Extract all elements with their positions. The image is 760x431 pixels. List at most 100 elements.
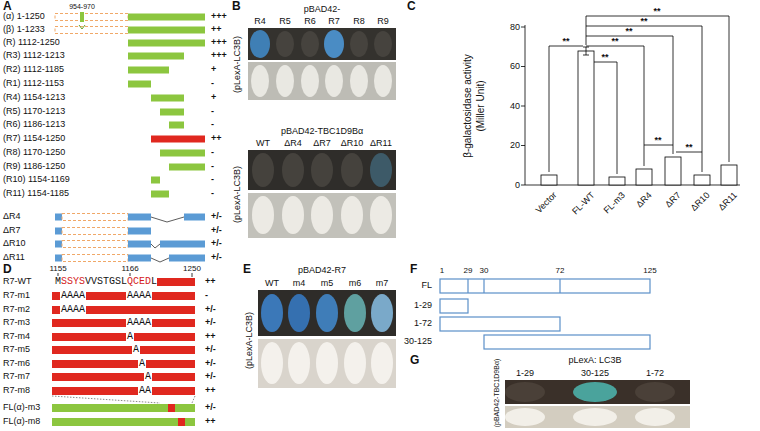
figure-shape <box>151 95 184 102</box>
significance-mark: ** <box>601 53 608 62</box>
figure-shape <box>258 290 396 336</box>
figure-label: 1166 <box>121 264 138 273</box>
figure-shape <box>521 66 525 67</box>
figure-label: 1-72 <box>646 368 664 379</box>
sequence-residue: AAAA <box>127 290 151 301</box>
figure-label: 1250 <box>183 264 201 273</box>
figure-shape <box>168 404 175 412</box>
figure-shape <box>80 12 84 22</box>
figure-label: pBAD42- <box>304 4 341 15</box>
figure-label: m7 <box>376 278 389 289</box>
score-label: +/- <box>205 317 216 328</box>
figure-shape <box>316 294 338 332</box>
figure-shape <box>261 342 283 384</box>
figure-label: (R9) 1186-1250 <box>3 161 65 172</box>
score-label: - <box>211 161 214 172</box>
figure-shape <box>578 51 594 185</box>
figure-label: 1-29 <box>516 368 534 379</box>
figure-shape <box>586 16 729 162</box>
figure-shape <box>586 26 702 172</box>
figure-shape <box>261 294 283 332</box>
figure-label: FL-m3 <box>602 190 628 216</box>
sequence-residue: L <box>151 276 157 287</box>
figure-label: R7-m5 <box>3 344 30 355</box>
figure-label: 1-72 <box>414 318 432 329</box>
figure-label: (α) 1-1250 <box>3 11 45 22</box>
score-label: ++ <box>211 133 222 144</box>
score-label: ++ <box>205 416 216 427</box>
score-label: - <box>211 147 214 158</box>
figure-label: R4 <box>254 16 266 27</box>
figure-shape <box>152 387 195 395</box>
score-label: - <box>211 119 214 130</box>
figure-label: (R10) 1154-1169 <box>3 174 70 185</box>
figure-label: 125 <box>643 266 656 275</box>
figure-shape <box>152 373 195 381</box>
score-label: +/- <box>205 304 216 315</box>
figure-shape <box>151 258 169 262</box>
score-label: +/- <box>205 344 216 355</box>
figure-shape <box>62 214 128 221</box>
figure-shape <box>288 294 310 332</box>
score-label: + <box>211 64 216 75</box>
sequence-residue: AA <box>139 385 151 396</box>
figure-shape <box>62 241 128 248</box>
axis-title: (pLexA-LC3B) <box>233 165 244 222</box>
figure-shape <box>344 294 366 332</box>
figure-label: 1 <box>440 266 444 275</box>
figure-shape <box>350 65 368 97</box>
figure-shape <box>55 228 62 235</box>
figure-label: 60 <box>510 61 520 72</box>
figure-label: R7 <box>328 16 340 27</box>
figure-shape <box>248 62 396 100</box>
figure-shape <box>160 150 205 157</box>
figure-shape <box>440 317 560 331</box>
figure-label: (R2) 1112-1185 <box>3 64 64 75</box>
score-label: +/- <box>211 211 222 222</box>
score-label: +/- <box>205 402 216 413</box>
figure-shape <box>586 46 644 166</box>
figure-shape <box>52 418 195 426</box>
figure-shape <box>311 196 333 234</box>
figure-shape <box>128 14 205 21</box>
score-label: +++ <box>211 11 227 22</box>
score-label: - <box>205 290 208 301</box>
figure-shape <box>374 65 392 97</box>
figure-shape <box>282 196 304 234</box>
domain-map <box>440 279 650 349</box>
figure-label: (R1) 1112-1153 <box>3 78 64 89</box>
figure-shape <box>169 164 205 171</box>
figure-shape <box>151 191 169 198</box>
figure-shape <box>371 342 393 384</box>
figure-shape <box>62 255 128 262</box>
figure-label: 29 <box>464 266 473 275</box>
figure-shape <box>52 404 195 412</box>
figure-shape <box>55 14 128 21</box>
sequence-residue: M <box>55 276 61 287</box>
figure-shape <box>311 153 333 187</box>
sequence-residue: AAAA <box>127 317 151 328</box>
significance-mark: ** <box>562 37 569 46</box>
figure-label: 1155 <box>49 264 66 273</box>
figure-shape <box>52 373 144 381</box>
significance-mark: ** <box>653 7 660 16</box>
figure-shape <box>371 294 393 332</box>
figure-shape <box>559 279 560 293</box>
figure-shape <box>635 382 675 402</box>
figure-shape <box>151 177 160 184</box>
figure-shape <box>151 217 184 222</box>
figure-shape <box>248 28 396 60</box>
figure-label: (R6) 1186-1213 <box>3 119 65 130</box>
panel-letter: G <box>410 354 419 366</box>
figure-shape <box>288 342 310 384</box>
score-label: +/- <box>211 252 222 263</box>
figure-label: (R7) 1154-1250 <box>3 133 65 144</box>
figure-label: 954-970 <box>69 3 95 11</box>
figure-shape <box>370 196 392 234</box>
figure-label: R7-m4 <box>3 331 30 342</box>
figure-shape <box>157 278 195 286</box>
sequence-residue: QCED <box>127 276 151 287</box>
figure-label: ΔR11 <box>3 252 25 263</box>
figure-shape <box>151 244 160 248</box>
